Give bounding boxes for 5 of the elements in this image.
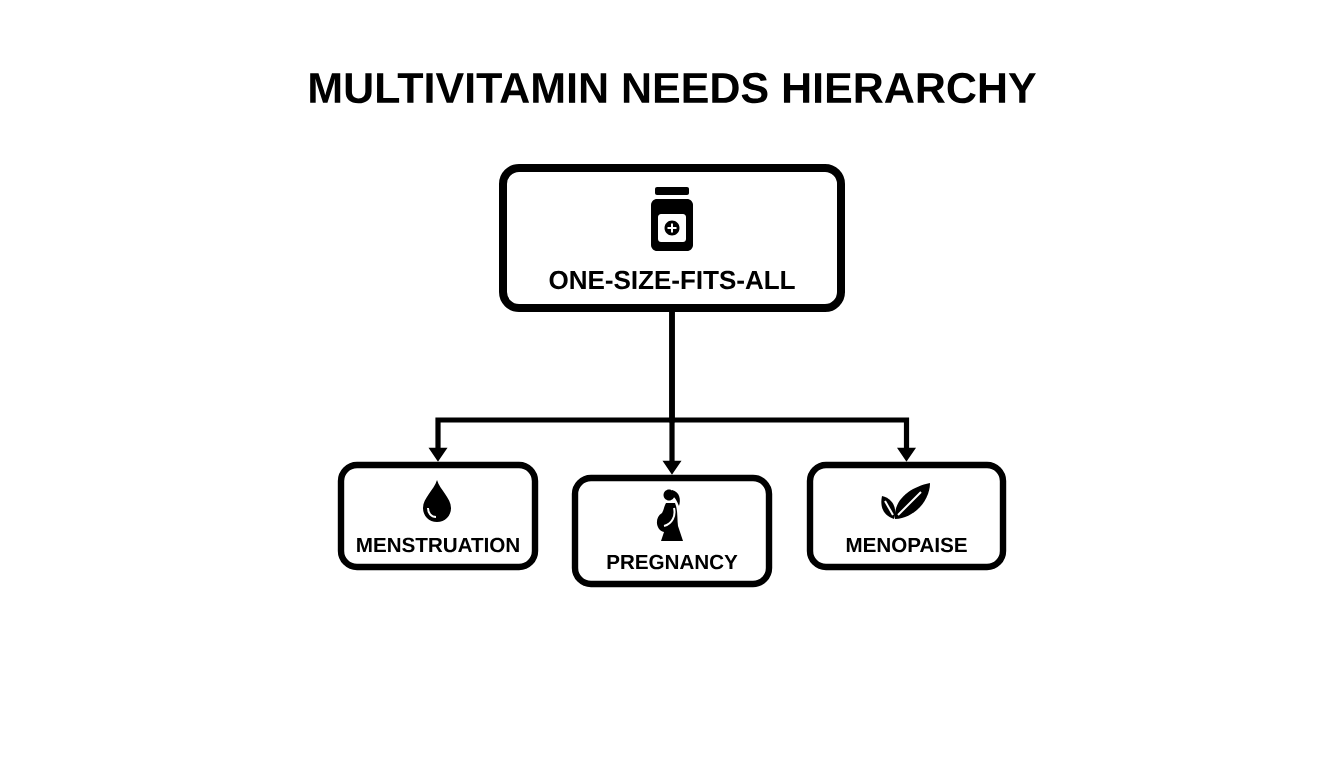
- category-box: MENSTRUATION: [337, 461, 539, 571]
- title: MULTIVITAMIN NEEDS HIERARCHY: [310, 72, 1036, 104]
- category-box: MENOPAISE: [806, 461, 1007, 571]
- category-box: ONE-SIZE-FITS-ALL: [499, 164, 845, 312]
- category-box: PREGNANCY: [571, 474, 773, 588]
